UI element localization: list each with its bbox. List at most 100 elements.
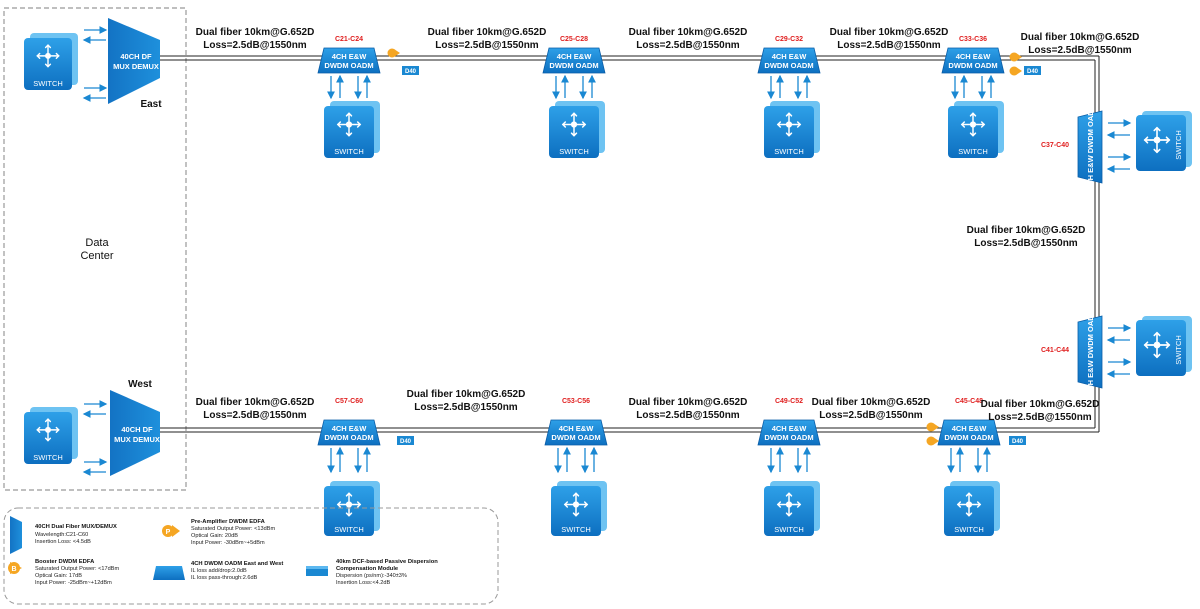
mux-east-label2: MUX DEMUX bbox=[113, 62, 159, 71]
switch-top-4-label: SWITCH bbox=[958, 147, 988, 156]
channel-label-top-2: C25-C28 bbox=[560, 36, 588, 43]
fiber-span-top-4: Dual fiber 10km@G.652D Loss=2.5dB@1550nm bbox=[830, 27, 949, 51]
datacenter-boundary bbox=[3, 7, 187, 491]
legend-booster-line2: Optical Gain: 17dB bbox=[35, 573, 82, 579]
legend-mux-line1: Wavelength:C21-C60 bbox=[35, 532, 88, 538]
legend-mux-icon bbox=[10, 516, 22, 554]
amp-bottom-2 bbox=[926, 436, 939, 446]
channel-label-top-1: C21-C24 bbox=[335, 36, 363, 43]
mux-west-direction: West bbox=[128, 379, 152, 390]
oadm-bottom-3-body bbox=[757, 419, 821, 446]
oadm-bottom-2-label1: 4CH E&W bbox=[559, 424, 595, 433]
oadm-bottom-2-label2: DWDM OADM bbox=[551, 433, 600, 442]
fiber-span-bottom-3-line2: Loss=2.5dB@1550nm bbox=[636, 410, 740, 421]
switch-bottom-3: SWITCH bbox=[764, 481, 820, 536]
channel-label-bottom-4: C45-C48 bbox=[955, 398, 983, 405]
oadm-top-1-label1: 4CH E&W bbox=[332, 52, 368, 61]
channel-label-right-2: C41-C44 bbox=[1041, 347, 1069, 354]
oadm-right-2-body bbox=[1077, 315, 1103, 389]
legend-preamp-line3: Input Power: -30dBm~+5dBm bbox=[191, 540, 265, 546]
oadm-right-1-body bbox=[1077, 110, 1103, 184]
oadm-right-1: 4CH E&W DWDM OADM bbox=[1077, 104, 1103, 190]
mux-west-body bbox=[110, 390, 160, 476]
oadm-top-2-label2: DWDM OADM bbox=[549, 61, 598, 70]
legend-dcm-line3: Insertion Loss:<4.2dB bbox=[336, 580, 391, 586]
legend-mux-line2: Insertion Loss: <4.5dB bbox=[35, 539, 91, 545]
switch-datacenter-east-label: SWITCH bbox=[33, 79, 63, 88]
switch-datacenter-west-label: SWITCH bbox=[33, 453, 63, 462]
dcm-top-2: D40 bbox=[1024, 66, 1041, 75]
fiber-span-top-4-line2: Loss=2.5dB@1550nm bbox=[837, 40, 941, 51]
oadm-bottom-4-body bbox=[937, 419, 1001, 446]
legend-dcm-icon bbox=[306, 566, 328, 576]
oadm-bottom-3-label1: 4CH E&W bbox=[772, 424, 808, 433]
switch-top-2: SWITCH bbox=[549, 101, 605, 158]
fiber-span-bottom-5-line1: Dual fiber 10km@G.652D bbox=[981, 399, 1100, 410]
channel-label-bottom-3: C49-C52 bbox=[775, 398, 803, 405]
fiber-span-bottom-2-line2: Loss=2.5dB@1550nm bbox=[414, 402, 518, 413]
channel-label-right-1: C37-C40 bbox=[1041, 142, 1069, 149]
switch-top-1: SWITCH bbox=[324, 101, 380, 158]
fiber-span-top-4-line1: Dual fiber 10km@G.652D bbox=[830, 27, 949, 38]
fiber-span-bottom-3-line1: Dual fiber 10km@G.652D bbox=[629, 397, 748, 408]
legend-booster-icon: B bbox=[8, 562, 22, 574]
switch-right-2: SWITCH bbox=[1136, 316, 1192, 376]
amp-top-1-triangle bbox=[394, 49, 400, 57]
oadm-right-2: 4CH E&W DWDM OADM bbox=[1077, 309, 1103, 395]
dcm-top-1-label: D40 bbox=[405, 69, 417, 75]
channel-label-bottom-1: C57-C60 bbox=[335, 398, 363, 405]
fiber-span-top-2-line1: Dual fiber 10km@G.652D bbox=[428, 27, 547, 38]
switch-bottom-2: SWITCH bbox=[551, 481, 607, 536]
switch-bottom-3-label: SWITCH bbox=[774, 525, 804, 534]
oadm-top-4-label1: 4CH E&W bbox=[956, 52, 992, 61]
dcm-bottom-2-label: D40 bbox=[1012, 439, 1024, 445]
switch-right-1-body bbox=[1136, 115, 1186, 171]
switch-top-3: SWITCH bbox=[764, 101, 820, 158]
legend-preamp-line2: Optical Gain: 20dB bbox=[191, 533, 238, 539]
switch-top-2-label: SWITCH bbox=[559, 147, 589, 156]
switch-datacenter-east: SWITCH bbox=[24, 33, 78, 90]
oadm-top-4-label2: DWDM OADM bbox=[948, 61, 997, 70]
legend-dcm-line2: Dispersion (ps/nm):-340±3% bbox=[336, 573, 407, 579]
datacenter-label-line2: Center bbox=[80, 250, 113, 262]
channel-label-bottom-2: C53-C56 bbox=[562, 398, 590, 405]
dcm-bottom-1-label: D40 bbox=[400, 439, 412, 445]
amp-top-2-triangle bbox=[1016, 53, 1022, 61]
switch-bottom-1-label: SWITCH bbox=[334, 525, 364, 534]
fiber-span-top-3-line1: Dual fiber 10km@G.652D bbox=[629, 27, 748, 38]
switch-bottom-4: SWITCH bbox=[944, 481, 1000, 536]
fiber-span-top-1-line2: Loss=2.5dB@1550nm bbox=[203, 40, 307, 51]
switch-top-3-label: SWITCH bbox=[774, 147, 804, 156]
fiber-span-bottom-5-line2: Loss=2.5dB@1550nm bbox=[988, 412, 1092, 423]
amp-top-3 bbox=[1009, 66, 1022, 76]
channel-label-top-3: C29-C32 bbox=[775, 36, 803, 43]
legend-preamp-badge: P bbox=[166, 529, 171, 536]
amp-bottom-2-triangle bbox=[933, 437, 939, 445]
legend-mux-title: 40CH Dual Fiber MUX/DEMUX bbox=[35, 524, 117, 530]
dcm-bottom-1-body bbox=[397, 436, 414, 445]
mux-east-label1: 40CH DF bbox=[120, 52, 152, 61]
switch-top-4: SWITCH bbox=[948, 101, 1004, 158]
fiber-span-bottom-5: Dual fiber 10km@G.652D Loss=2.5dB@1550nm bbox=[981, 399, 1100, 423]
mux-east-direction: East bbox=[140, 99, 162, 110]
oadm-bottom-1-body bbox=[317, 419, 381, 446]
oadm-bottom-1-label1: 4CH E&W bbox=[332, 424, 368, 433]
legend-preamp-icon: P bbox=[162, 525, 180, 537]
legend-booster-line3: Input Power: -25dBm~+12dBm bbox=[35, 580, 112, 586]
switch-right-2-body bbox=[1136, 320, 1186, 376]
switch-right-1-label: SWITCH bbox=[1174, 130, 1183, 160]
fiber-span-right-line2: Loss=2.5dB@1550nm bbox=[974, 238, 1078, 249]
switch-bottom-2-label: SWITCH bbox=[561, 525, 591, 534]
legend-oadm-line2: IL loss pass-through:2.6dB bbox=[191, 575, 258, 581]
